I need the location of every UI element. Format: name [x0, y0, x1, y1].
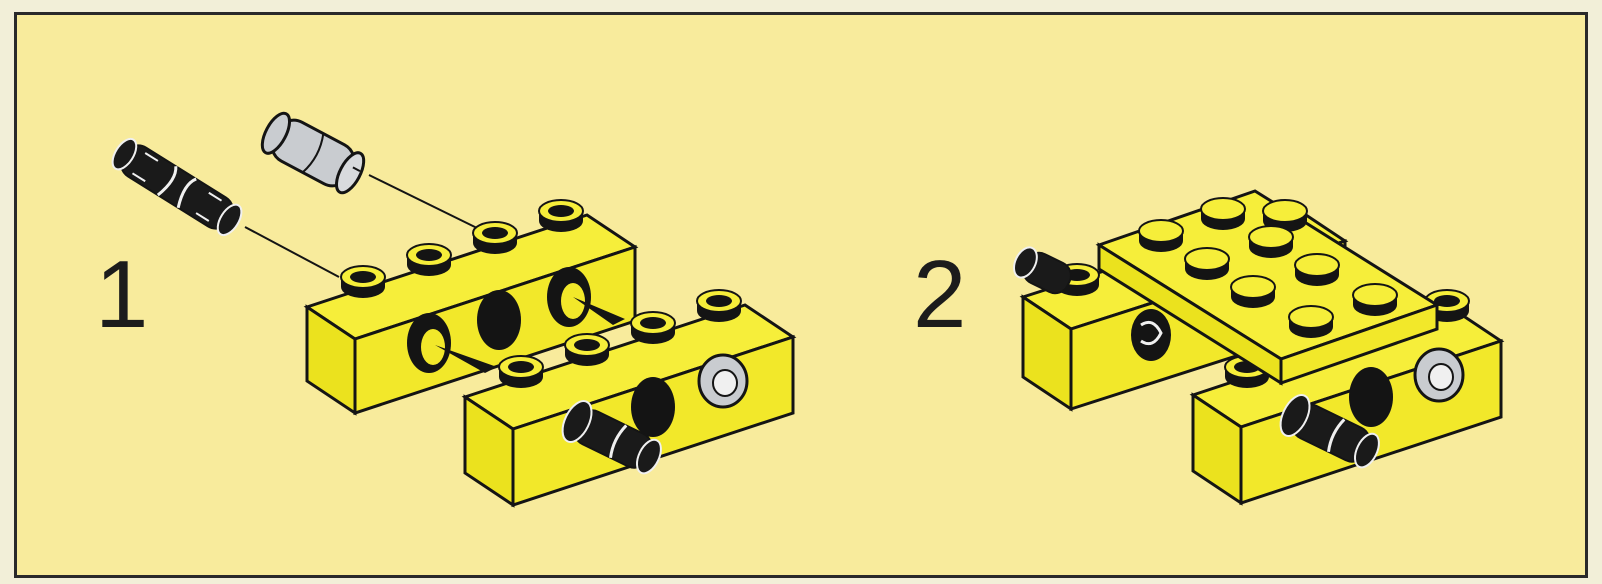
build-illustration [17, 15, 1585, 575]
guide-line [245, 227, 339, 277]
connector-pin-gray-icon [257, 109, 369, 197]
guide-line [369, 175, 479, 229]
instruction-panel: 1 2 [14, 12, 1588, 578]
connector-pin-black-icon [108, 135, 246, 239]
step-2-illustration [1009, 191, 1501, 503]
step-1-illustration [108, 109, 793, 505]
